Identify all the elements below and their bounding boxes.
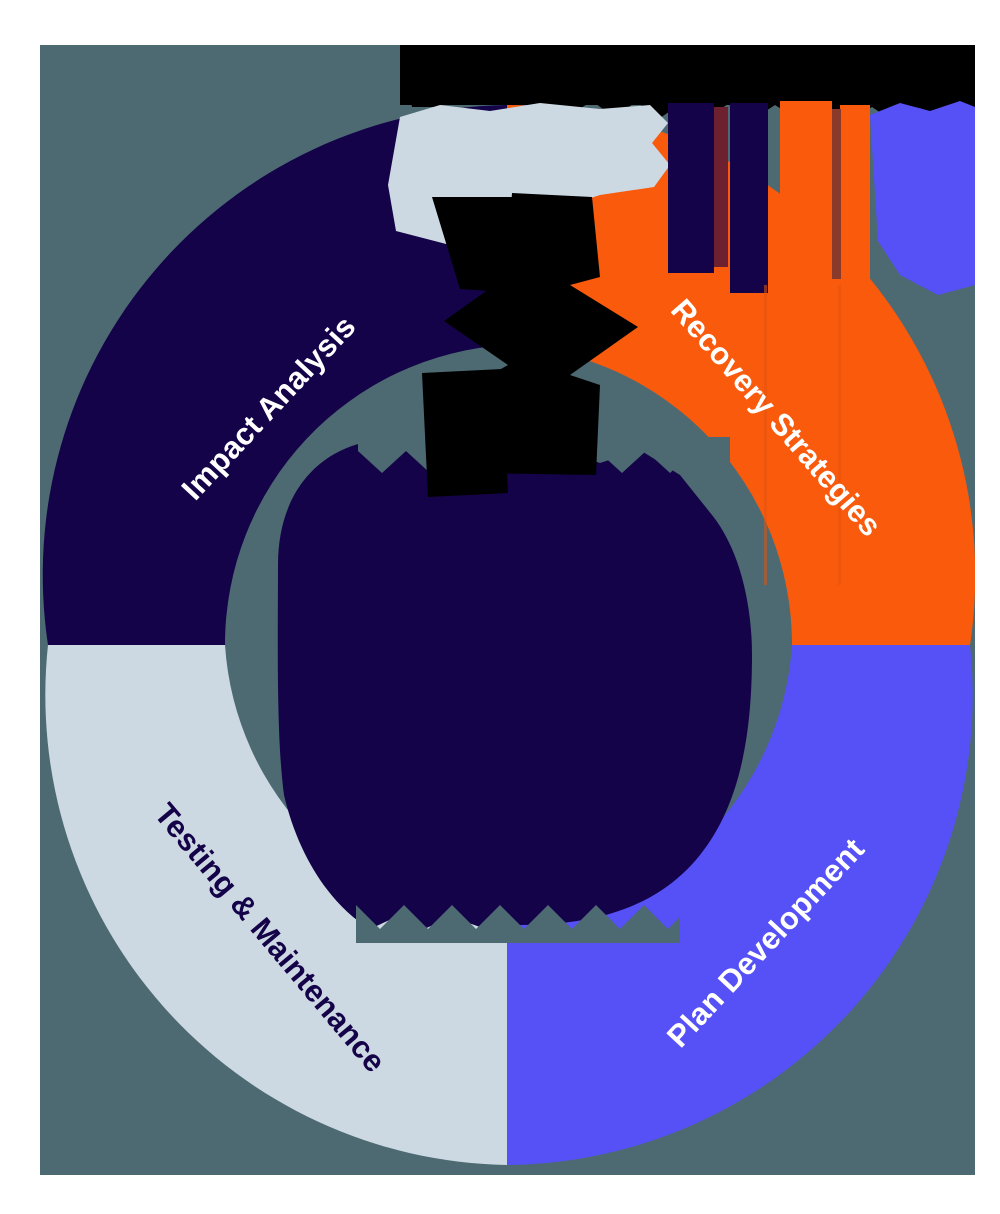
glitch-black-pillar [422,369,508,497]
segment-testing-maintenance[interactable] [45,645,507,1165]
glitch-periwinkle-smear [870,101,975,295]
center-blob [277,439,752,929]
glitch-seam-line-b [838,285,841,585]
glitch-maroon-column [714,107,728,267]
segment-recovery-strategies[interactable] [507,105,975,645]
glitch-maroon-column-b [832,109,841,279]
glitch-seam-line-a [764,285,767,585]
segment-plan-development[interactable] [507,645,973,1165]
glitch-navy-column-a [668,103,714,273]
glitch-orange-column-b [840,105,870,285]
segment-impact-analysis[interactable] [42,105,507,645]
glitch-black-wedge-mid [432,197,518,293]
glitch-sawtooth-bottom [356,905,680,943]
glitch-orange-column-a [780,101,832,301]
glitch-black-wedge-upper [400,45,440,107]
cycle-ring-graphic [42,45,975,1165]
diagram-canvas: Impact Analysis Recovery Strategies Plan… [40,45,975,1175]
glitch-black-torn-edge [548,45,975,124]
glitch-navy-column-b [730,103,768,293]
